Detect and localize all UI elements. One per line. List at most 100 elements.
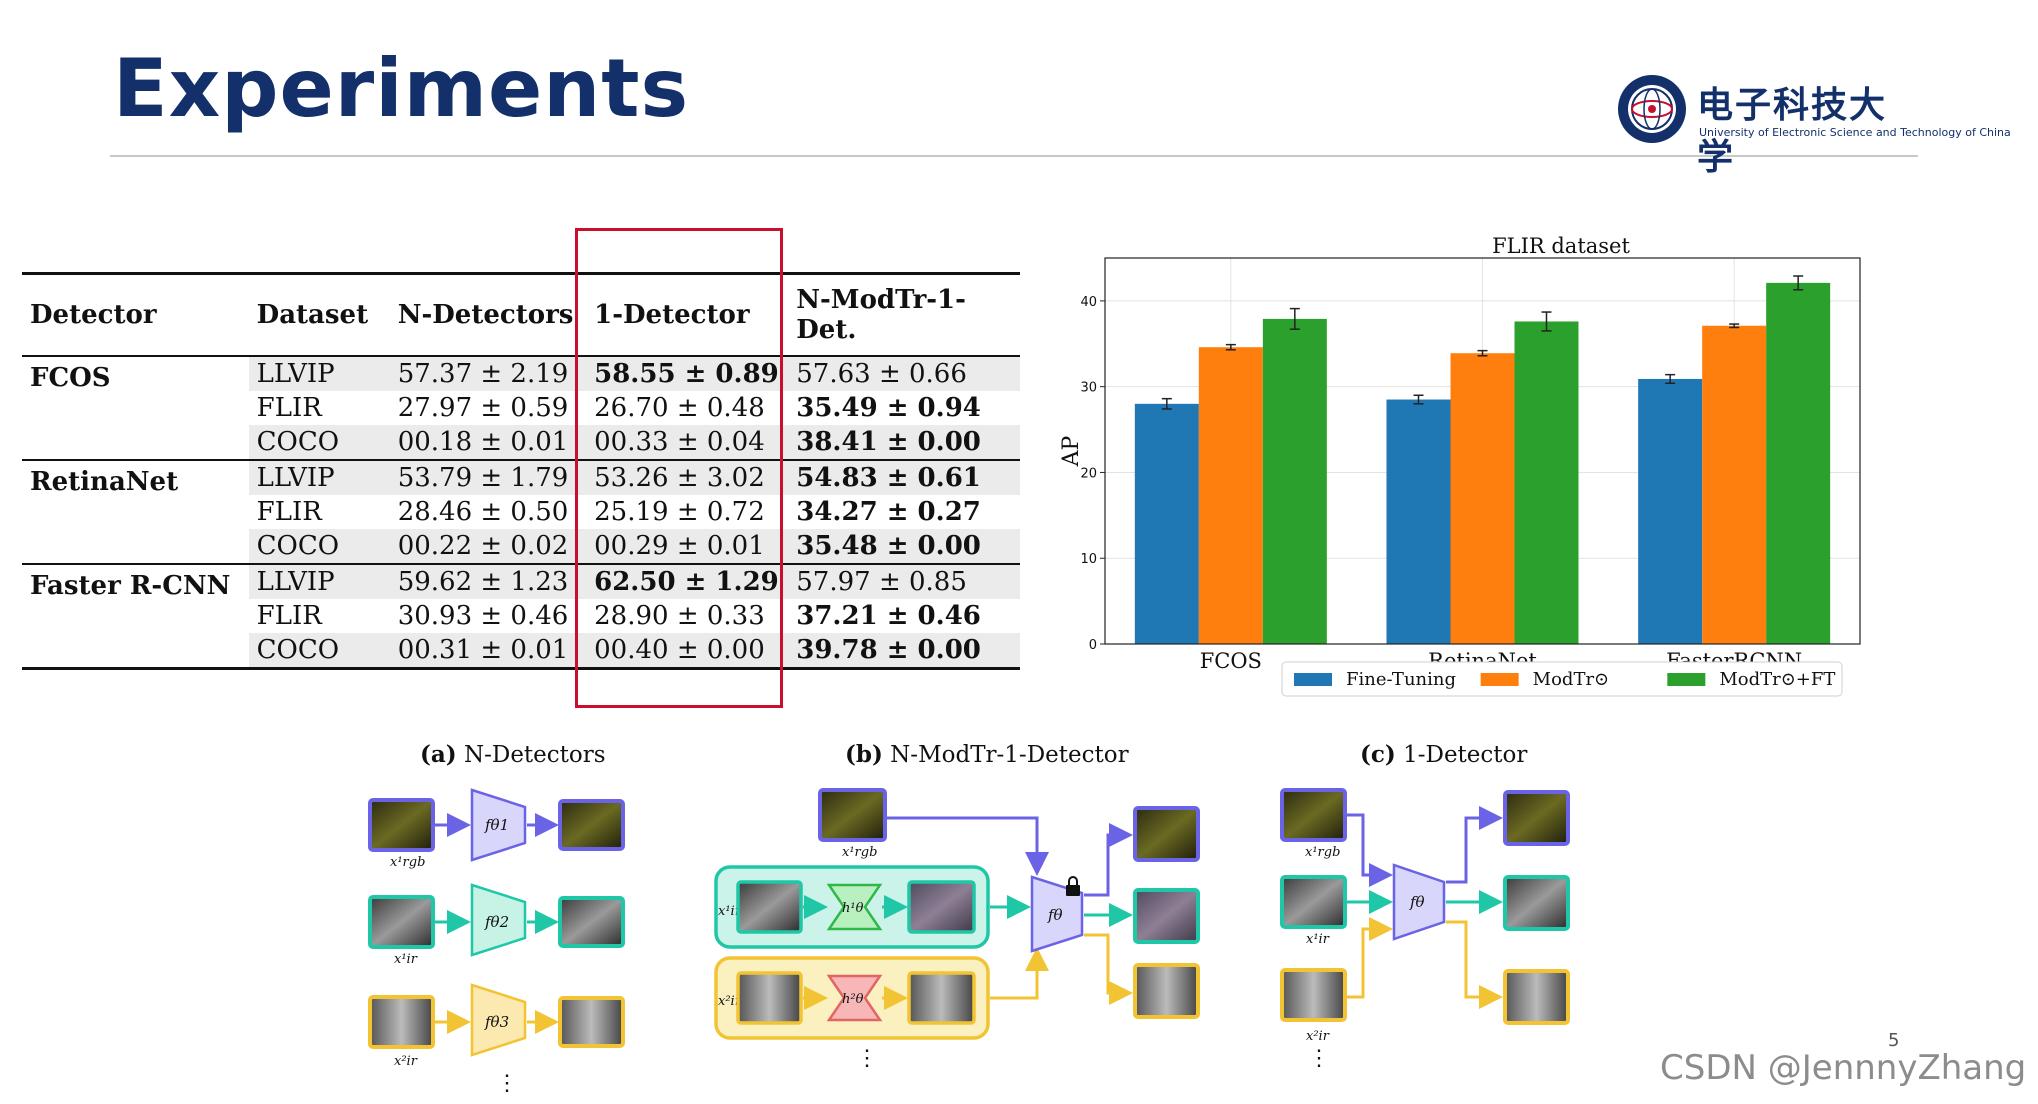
label-h1: h¹θ	[842, 901, 864, 916]
one-detector-cell: 00.33 ± 0.04	[586, 425, 789, 460]
axes-frame	[1104, 257, 1861, 645]
one-detector-cell: 53.26 ± 3.02	[586, 460, 789, 495]
image-ir2	[1280, 968, 1347, 1022]
detector-name: Faster R-CNN	[30, 571, 231, 601]
one-detector-cell: 00.29 ± 0.01	[586, 529, 789, 564]
one-detector-cell: 26.70 ± 0.48	[594, 393, 765, 423]
bar	[1198, 347, 1263, 644]
watermark: CSDN @JennnyZhang	[1660, 1048, 2027, 1088]
arrow	[887, 816, 1049, 876]
n-detectors-cell: 27.97 ± 0.59	[397, 393, 569, 423]
output-ir2	[558, 996, 625, 1048]
table-row: COCO 00.22 ± 0.02 00.29 ± 0.01 35.48 ± 0…	[22, 529, 1020, 564]
legend-label: Fine-Tuning	[1346, 669, 1456, 690]
n-detectors-cell: 59.62 ± 1.23	[389, 564, 587, 599]
arrow	[1084, 823, 1133, 897]
bar	[1134, 403, 1199, 644]
table-row: RetinaNet LLVIP 53.79 ± 1.79 53.26 ± 3.0…	[22, 460, 1020, 497]
logo-en-name: University of Electronic Science and Tec…	[1699, 126, 2011, 139]
one-detector-cell: 62.50 ± 1.29	[586, 564, 789, 599]
modtr-cell: 38.41 ± 0.00	[788, 425, 1020, 460]
y-tick-label: 0	[1089, 638, 1097, 653]
modtr-cell: 35.49 ± 0.94	[796, 393, 981, 423]
panel-c-1-detector: (c) 1-Detector x¹rgb x¹ir x²ir fθ ⋮	[1280, 741, 1570, 1071]
label-x-ir2: x²ir	[394, 1054, 418, 1069]
label-f: fθ	[1409, 893, 1425, 911]
highlight-box-1-detector	[575, 228, 783, 708]
image-rgb	[1280, 788, 1347, 842]
image-ir1	[1280, 875, 1347, 929]
modtr-cell: 39.78 ± 0.00	[788, 633, 1020, 669]
slide-title: Experiments	[113, 42, 690, 135]
output-ir2	[1133, 963, 1200, 1019]
modtr-cell: 34.27 ± 0.27	[796, 497, 981, 527]
legend-swatch	[1480, 673, 1519, 686]
legend-swatch	[1667, 673, 1706, 686]
table-row: FLIR 27.97 ± 0.59 26.70 ± 0.48 35.49 ± 0…	[22, 391, 1020, 425]
table-row: Faster R-CNN LLVIP 59.62 ± 1.23 62.50 ± …	[22, 564, 1020, 601]
output-rgb	[1503, 790, 1570, 846]
header-dataset: Dataset	[256, 300, 369, 330]
output-ir1	[1503, 875, 1570, 931]
dataset-cell: FLIR	[256, 601, 322, 631]
one-detector-cell: 00.40 ± 0.00	[586, 633, 789, 669]
modtr-cell: 57.97 ± 0.85	[788, 564, 1020, 599]
detector-f2	[470, 883, 527, 957]
dataset-cell: LLVIP	[248, 460, 390, 495]
detector-f3	[470, 983, 527, 1057]
n-detectors-cell: 00.31 ± 0.01	[389, 633, 587, 669]
label-x-ir1: x¹ir	[394, 952, 418, 967]
legend-label: ModTr⊙+FT	[1719, 669, 1835, 690]
label-x-ir1: x¹ir	[1306, 932, 1330, 947]
table-group-faster-rcnn: Faster R-CNN LLVIP 59.62 ± 1.23 62.50 ± …	[22, 564, 1020, 669]
logo-cn-name: 电子科技大学	[1697, 84, 1888, 178]
one-detector-cell: 28.90 ± 0.33	[594, 601, 765, 631]
label-x-rgb: x¹rgb	[1305, 845, 1340, 860]
header-detector: Detector	[30, 300, 157, 330]
bar	[1450, 353, 1515, 644]
modtr-cell: 37.21 ± 0.46	[796, 601, 981, 631]
arrow	[990, 947, 1049, 1000]
detector-name: RetinaNet	[30, 467, 179, 497]
legend-frame	[1281, 661, 1843, 697]
dataset-cell: LLVIP	[248, 356, 390, 391]
image-ir1	[736, 880, 803, 934]
bar	[1766, 282, 1831, 644]
dataset-cell: LLVIP	[248, 564, 390, 599]
n-detectors-cell: 28.46 ± 0.50	[397, 497, 569, 527]
title-divider	[110, 155, 1918, 157]
image-ir2	[736, 971, 803, 1025]
bar	[1262, 318, 1327, 644]
translated-ir2	[907, 971, 976, 1025]
uestc-seal-icon	[1618, 75, 1686, 143]
label-h2: h²θ	[842, 992, 864, 1007]
detector-name: FCOS	[30, 363, 111, 393]
header-1-detector: 1-Detector	[594, 300, 750, 330]
label-x-ir1: x¹ir	[718, 904, 742, 919]
output-ir2	[1503, 969, 1570, 1025]
n-detectors-cell: 53.79 ± 1.79	[389, 460, 587, 495]
output-ir1	[558, 896, 625, 948]
legend-swatch	[1294, 673, 1332, 686]
dataset-cell: COCO	[248, 633, 390, 669]
chart-bars	[1134, 275, 1831, 644]
caption-a: (a) N-Detectors	[420, 741, 606, 768]
table-row: FCOS LLVIP 57.37 ± 2.19 58.55 ± 0.89 57.…	[22, 356, 1020, 393]
chart-title: FLIR dataset	[1492, 234, 1630, 258]
header-n-detectors: N-Detectors	[397, 300, 574, 330]
x-tick-label: FCOS	[1200, 649, 1262, 673]
header-n-modtr: N-ModTr-1-Det.	[796, 285, 966, 345]
lock-icon	[1066, 876, 1080, 896]
label-f3: fθ3	[484, 1013, 509, 1031]
legend-label: ModTr⊙	[1533, 669, 1609, 690]
dataset-cell: COCO	[248, 529, 390, 564]
table-group-retinanet: RetinaNet LLVIP 53.79 ± 1.79 53.26 ± 3.0…	[22, 460, 1020, 564]
arrow	[1446, 806, 1503, 884]
dataset-cell: COCO	[248, 425, 390, 460]
translator-h1	[826, 883, 883, 931]
label-f: fθ	[1047, 906, 1063, 924]
table-row: FLIR 28.46 ± 0.50 25.19 ± 0.72 34.27 ± 0…	[22, 495, 1020, 529]
results-table: Detector Dataset N-Detectors 1-Detector …	[22, 272, 1020, 670]
n-detectors-cell: 57.37 ± 2.19	[389, 356, 587, 391]
